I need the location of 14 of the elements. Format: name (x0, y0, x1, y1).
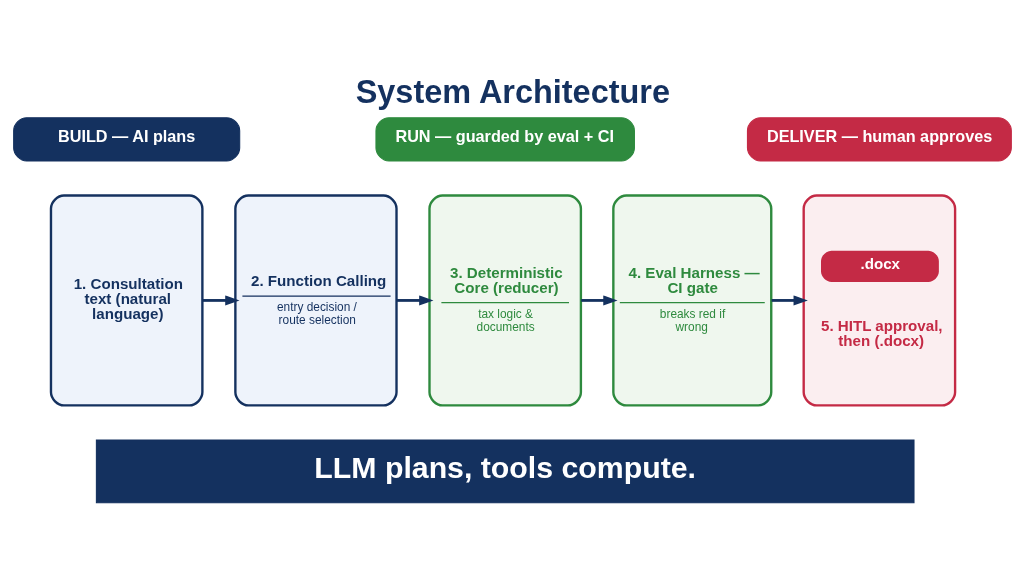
node-box: .docx 5. HITL approval, then (.docx) (802, 194, 956, 407)
node-box: DELIVER — human approves (746, 117, 1012, 162)
node-box: RUN — guarded by eval + CI (374, 117, 635, 162)
node-box: LLM plans, tools compute. (95, 439, 915, 504)
node-box: BUILD — AI plans (12, 117, 240, 162)
node-box: 4. Eval Harness — CI gate breaks red if wrong (611, 194, 772, 407)
arrow (580, 295, 618, 306)
node-box: 2. Function Calling entry decision / route selection (233, 194, 398, 407)
arrow (771, 295, 808, 306)
node-box: 1. Consultation text (natural language) (49, 194, 204, 407)
arrow (396, 295, 433, 306)
node-box: 3. Deterministic Core (reducer) tax logic & documents (427, 194, 582, 407)
diagram-title: System Architecture (355, 73, 670, 110)
arrow (201, 295, 239, 306)
